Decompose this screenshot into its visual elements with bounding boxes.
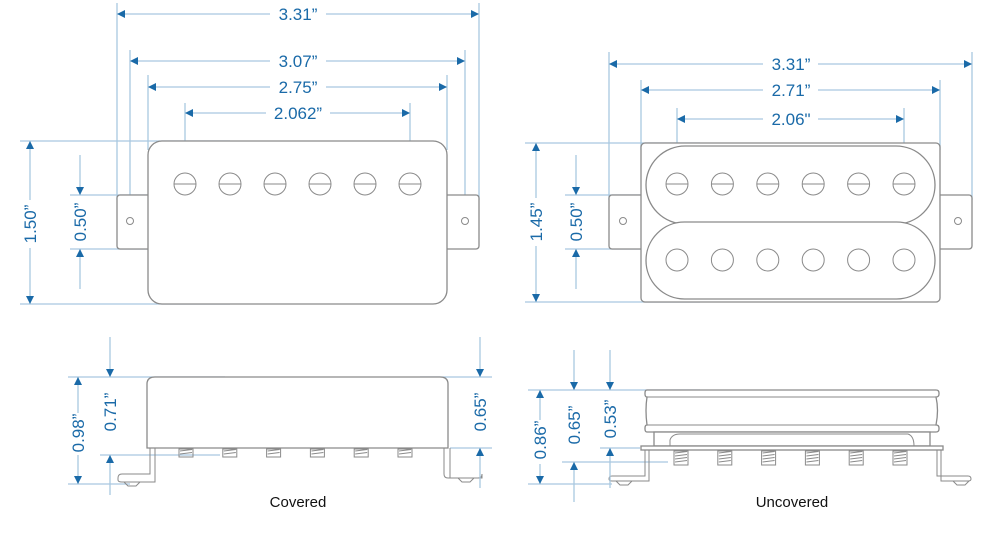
slug-pole-icon: [892, 248, 916, 272]
covered-tab-width-label: 0.50”: [71, 202, 90, 241]
pole-screw-icon: [848, 450, 864, 466]
slotted-pole-icon: [218, 172, 242, 196]
slotted-pole-icon: [756, 172, 780, 196]
slotted-pole-icon: [801, 172, 825, 196]
uncovered-total-height-label: 0.86”: [531, 420, 550, 459]
pole-screw-icon: [717, 450, 733, 466]
mount-hole-icon: [954, 217, 962, 225]
slug-pole-icon: [801, 248, 825, 272]
uncovered-top-view: 3.31” 2.71” 2.06" 1.45”: [525, 52, 973, 303]
covered-profile-view: 0.98” 0.71” 0.65” Covered: [68, 337, 492, 511]
pole-screw-icon: [353, 448, 369, 458]
covered-pole-spacing-label: 2.062”: [274, 104, 323, 123]
pole-screw-icon: [397, 448, 413, 458]
uncovered-length-label: 1.45”: [527, 202, 546, 241]
mount-tab-left: [116, 194, 153, 250]
dim-uncovered-total-height: 0.86”: [531, 390, 550, 484]
uncovered-pole-spacing-label: 2.06": [771, 110, 810, 129]
dim-bobbin-width: 2.71”: [641, 81, 940, 100]
pole-pieces: [665, 172, 916, 272]
uncovered-overall-width-label: 3.31”: [772, 55, 811, 74]
covered-length-label: 1.50”: [21, 204, 40, 243]
covered-overall-width-label: 3.31”: [279, 5, 318, 24]
dim-covered-total-height: 0.98”: [69, 377, 88, 484]
bobbin-bottom: [645, 221, 936, 300]
uncovered-caption: Uncovered: [756, 494, 829, 511]
dim-covered-cover-height: 0.71”: [101, 337, 120, 495]
dim-pole-spacing: 2.062”: [185, 104, 410, 123]
uncovered-bobbin-width-label: 2.71”: [772, 81, 811, 100]
dim-uncovered-bobbin-height: 0.65”: [565, 350, 584, 502]
covered-top-view: 3.31” 3.07” 2.75” 2.062”: [20, 3, 480, 305]
covered-cover-height-label: 0.71”: [101, 392, 120, 431]
dim-covered-right-height: 0.65”: [471, 337, 490, 488]
screws: [178, 448, 413, 458]
dim-uncovered-tab-width: 0.50”: [567, 155, 586, 289]
slug-pole-icon: [710, 248, 734, 272]
mount-hole-icon: [461, 217, 469, 225]
pickup-cover: [147, 140, 448, 305]
slotted-pole-icon: [263, 172, 287, 196]
dim-uncovered-coil-height: 0.53”: [601, 350, 620, 488]
dim-overall-width: 3.31”: [117, 5, 479, 24]
pole-screw-icon: [761, 450, 777, 466]
uncovered-tab-width-label: 0.50”: [567, 202, 586, 241]
covered-mount-spacing-label: 3.07”: [279, 52, 318, 71]
slotted-pole-icon: [847, 172, 871, 196]
uncovered-profile-view: 0.86” 0.65” 0.53” Uncovered: [528, 350, 972, 511]
dim-mount-hole-spacing: 3.07”: [130, 52, 465, 71]
covered-caption: Covered: [270, 494, 327, 511]
pole-screw-icon: [222, 448, 238, 458]
baseplate-profile: [640, 445, 944, 451]
pole-screw-icon: [266, 448, 282, 458]
slug-pole-icon: [847, 248, 871, 272]
uncovered-bobbin-height-label: 0.65”: [565, 405, 584, 444]
covered-total-height-label: 0.98”: [69, 413, 88, 452]
slug-pole-icon: [665, 248, 689, 272]
pole-screw-icon: [673, 450, 689, 466]
dim-uncovered-pole-spacing: 2.06": [677, 110, 904, 129]
slotted-pole-icon: [665, 172, 689, 196]
slotted-pole-icon: [398, 172, 422, 196]
slotted-pole-icon: [892, 172, 916, 196]
mount-tab-right: [935, 194, 973, 250]
pole-screw-icon: [178, 448, 194, 458]
pole-screw-icon: [892, 450, 908, 466]
dim-cover-width: 2.75”: [148, 78, 447, 97]
dim-tab-width: 0.50”: [71, 155, 90, 289]
mount-tab-right: [442, 194, 480, 250]
mount-hole-icon: [619, 217, 627, 225]
slotted-pole-icon: [308, 172, 332, 196]
covered-right-height-label: 0.65”: [471, 392, 490, 431]
screws: [673, 450, 908, 466]
slug-pole-icon: [756, 248, 780, 272]
slotted-pole-icon: [173, 172, 197, 196]
dim-cover-length: 1.50”: [21, 141, 40, 304]
covered-cover-width-label: 2.75”: [279, 78, 318, 97]
dim-bobbin-length: 1.45”: [527, 143, 546, 302]
slotted-pole-icon: [353, 172, 377, 196]
mount-hole-icon: [126, 217, 134, 225]
pole-screw-icon: [804, 450, 820, 466]
mount-tab-left: [608, 194, 646, 250]
dim-uncovered-overall-width: 3.31”: [609, 55, 972, 74]
pole-pieces: [173, 172, 422, 196]
slotted-pole-icon: [710, 172, 734, 196]
uncovered-coil-height-label: 0.53”: [601, 399, 620, 438]
cover-profile: [146, 376, 449, 449]
bobbin-top: [645, 145, 936, 225]
bobbin-profile: [644, 389, 940, 433]
pole-screw-icon: [309, 448, 325, 458]
